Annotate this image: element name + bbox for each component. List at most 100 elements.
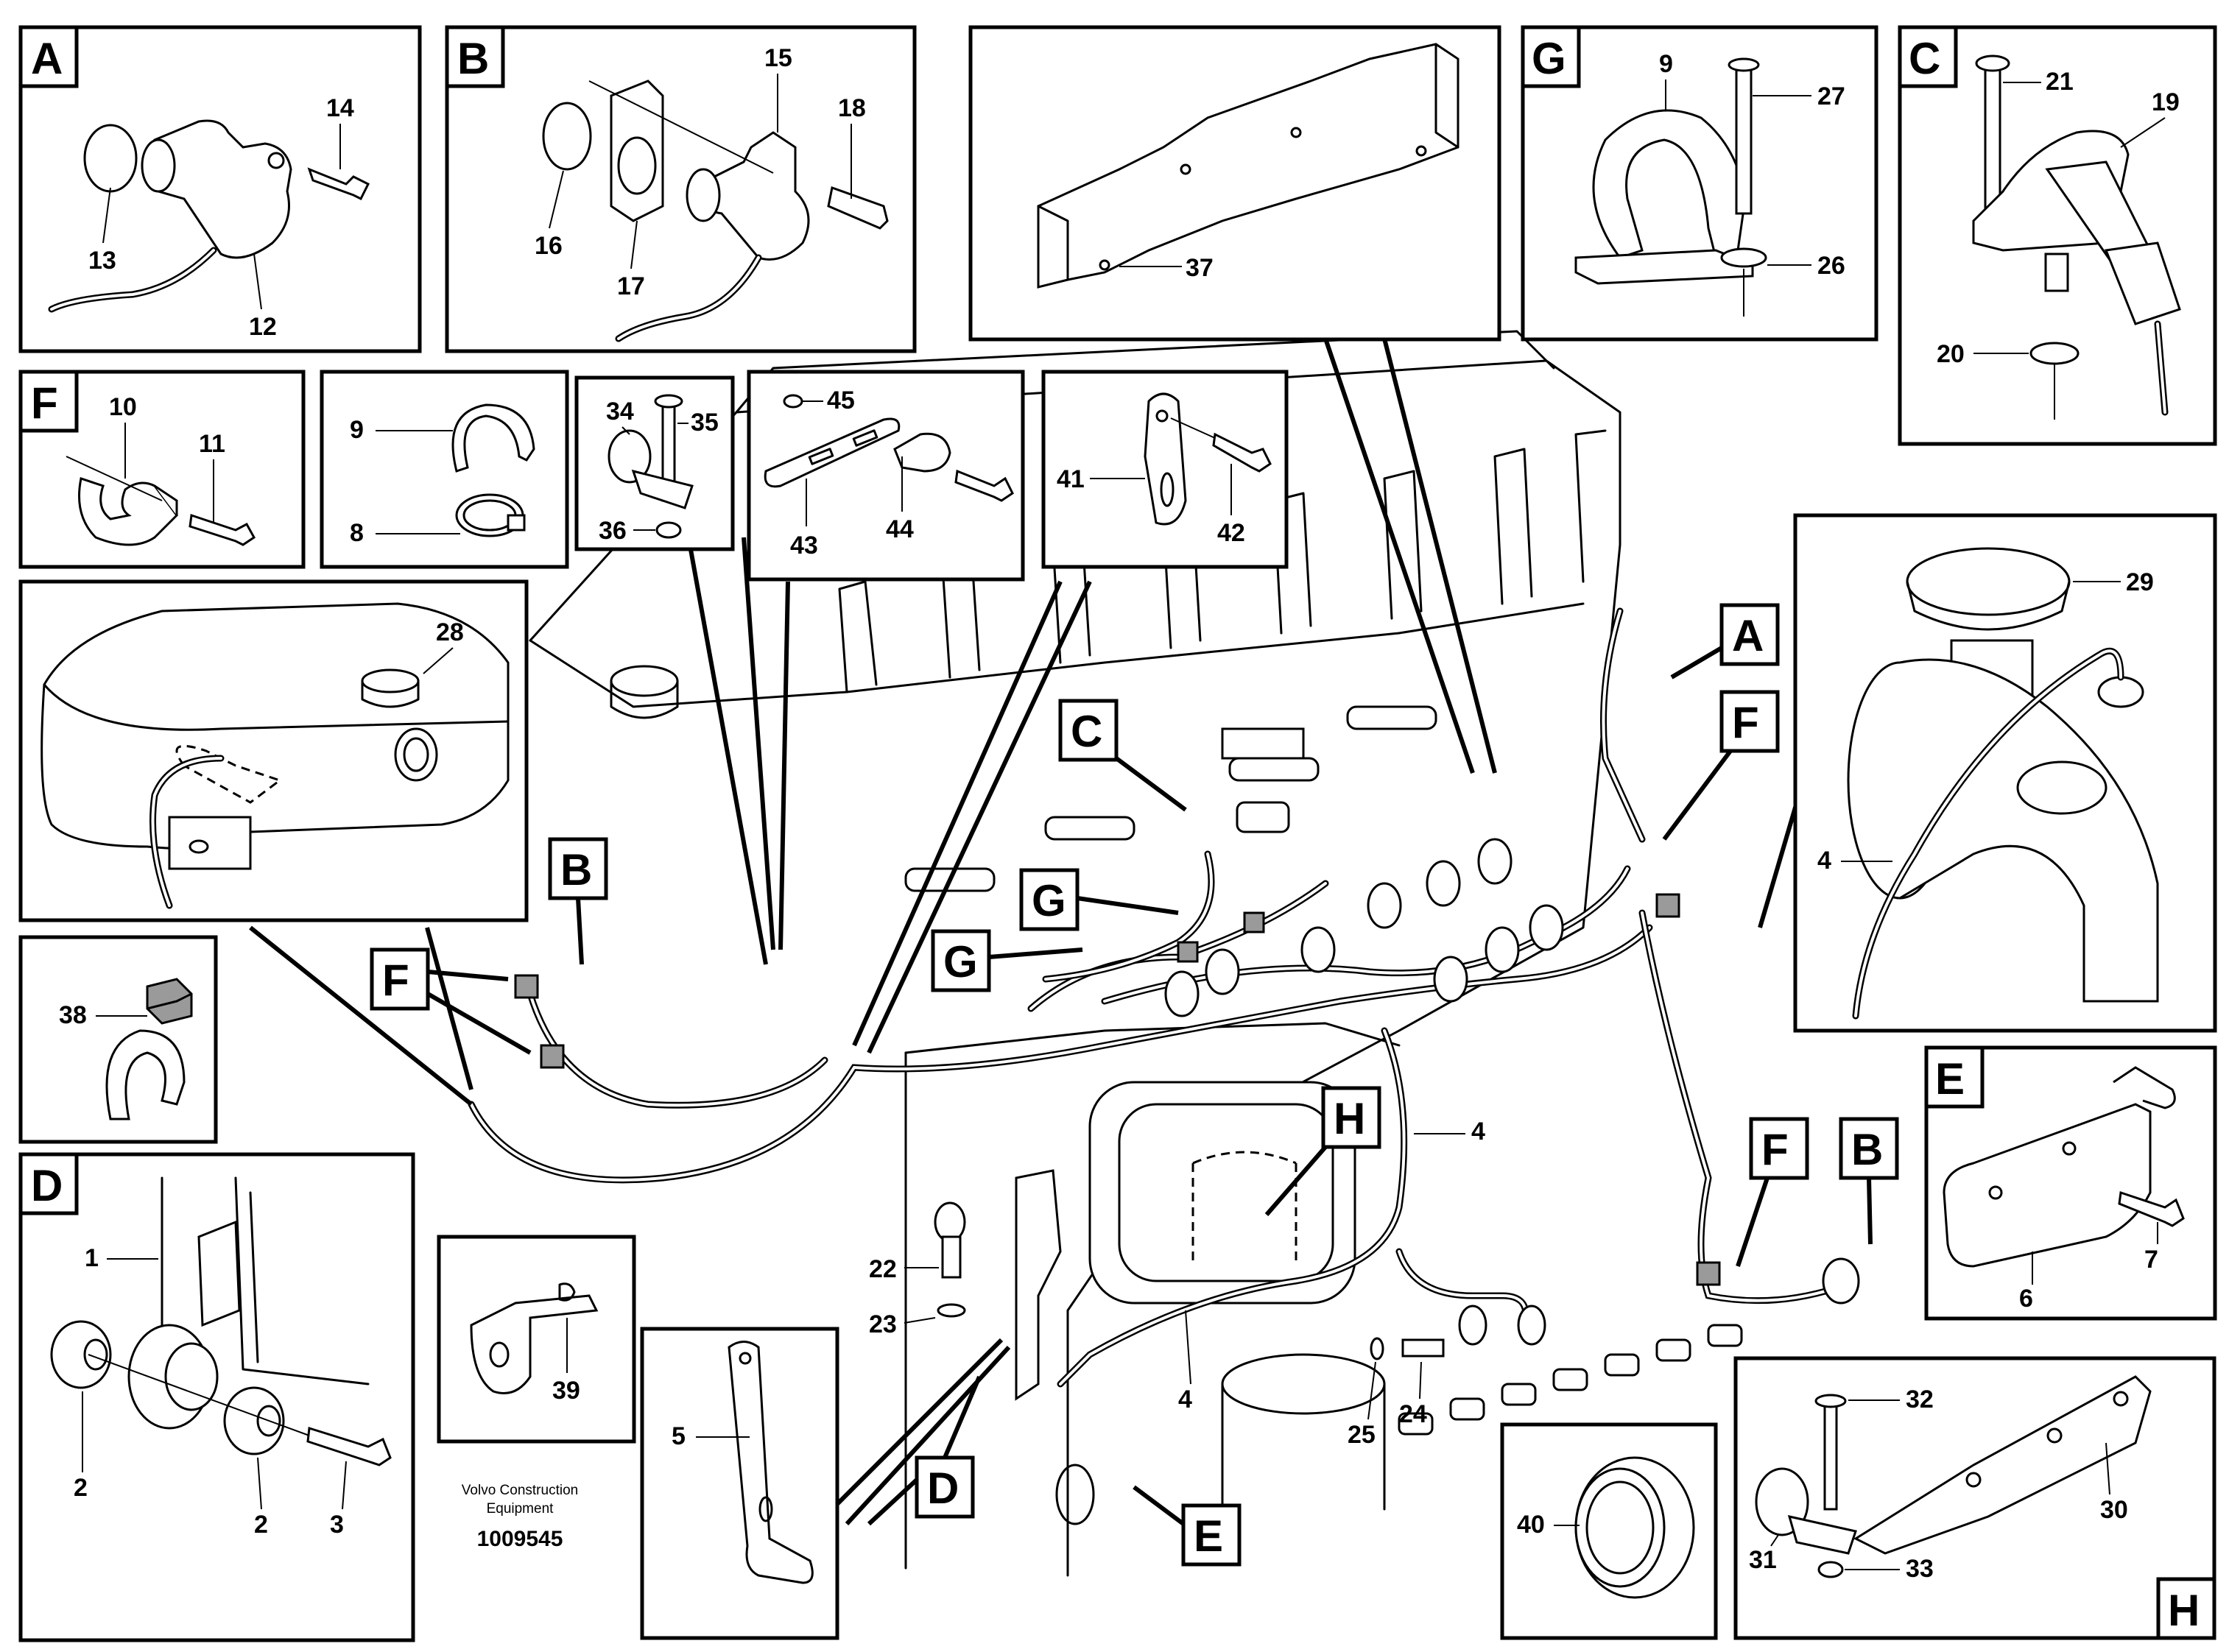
company-name-line1: Volvo Construction [462, 1483, 578, 1498]
detail-letter-A: A [31, 34, 63, 83]
part-num-14: 14 [326, 94, 354, 122]
detail-box-bracket43: 45 43 44 [747, 370, 1025, 582]
harness-connectors [934, 801, 1860, 1346]
callout-box-G-lower [931, 929, 991, 992]
callout-letter-H: H [1334, 1094, 1365, 1143]
part-num-28: 28 [436, 618, 464, 646]
detail-box-clip38: 38 [18, 935, 218, 1144]
injectors [904, 705, 1437, 892]
detail-box-37: 37 [968, 25, 1501, 342]
filler-cap [361, 668, 420, 693]
o-ring-23 [937, 1303, 966, 1318]
callout-box-C [1058, 699, 1119, 762]
part-num-32: 32 [1906, 1386, 1934, 1413]
grommet-34 [608, 429, 652, 484]
part-num-29: 29 [2126, 568, 2154, 596]
detail-frame-B [445, 25, 917, 353]
detail-box-H: H 32 30 31 33 [1733, 1356, 2216, 1640]
part-num-35: 35 [691, 409, 719, 437]
part-num-16: 16 [535, 232, 563, 260]
part-num-37: 37 [1186, 254, 1214, 282]
sensor-22-head [934, 1201, 966, 1243]
nut-33 [1817, 1561, 1844, 1578]
part-num-8: 8 [350, 519, 364, 547]
washer-45 [783, 394, 803, 409]
detail-letter-H: H [2168, 1586, 2200, 1635]
callout-letter-F-right: F [1732, 698, 1759, 747]
company-name-line2: Equipment [487, 1501, 554, 1517]
main-callouts: A B C D E F F F G G [370, 603, 1899, 1567]
part-num-13: 13 [88, 247, 116, 275]
callout-box-H [1321, 1086, 1381, 1149]
part-num-27: 27 [1817, 82, 1845, 110]
sensor-22 [941, 1235, 962, 1279]
callout-letter-F-left: F [382, 956, 409, 1005]
tank-bracket [168, 816, 252, 870]
bolt-42 [1212, 432, 1272, 473]
part-num-41: 41 [1057, 465, 1085, 493]
bolt-27 [1735, 65, 1753, 215]
front-bracket [1015, 1169, 1062, 1401]
detail-box-D: D 1 2 2 3 [18, 1152, 415, 1642]
o-ring-16 [542, 102, 592, 171]
speed-sensor-12 [153, 119, 292, 259]
part-num-39: 39 [552, 1377, 580, 1405]
part-num-30: 30 [2100, 1496, 2128, 1524]
bracket-30 [1853, 1375, 2152, 1555]
part-num-38: 38 [59, 1001, 87, 1029]
detail-box-grommet: 34 35 36 [574, 375, 735, 551]
detail-box-bracket5: 5 [640, 1327, 839, 1640]
detail-box-clamp: 9 8 [320, 370, 569, 569]
callout-letter-F-lower: F [1761, 1125, 1789, 1174]
bolt-21 [1984, 65, 2001, 215]
nut-36 [655, 521, 682, 539]
callout-box-G-upper [1019, 868, 1080, 931]
part-num-18: 18 [838, 94, 866, 122]
rubber-mount-2b [223, 1386, 285, 1455]
o-ring-20 [2029, 342, 2080, 365]
sensor-tip [2044, 253, 2069, 292]
part-num-19: 19 [2152, 88, 2180, 116]
filter-housing [1221, 1353, 1386, 1415]
callout-box-E [1181, 1503, 1242, 1567]
part-num-17: 17 [617, 272, 645, 300]
speed-sensor-B [698, 131, 810, 261]
clip-10 [78, 477, 178, 546]
callout-box-B [548, 837, 608, 900]
part-num-44: 44 [886, 515, 914, 543]
bracket-5 [728, 1341, 814, 1584]
detail-box-A: A 14 13 12 [18, 25, 422, 353]
part-num-40: 40 [1517, 1511, 1545, 1539]
detail-frame-D [18, 1152, 415, 1642]
callout-box-F-right [1719, 690, 1780, 753]
gasket-17 [610, 80, 664, 222]
plate-6 [1943, 1103, 2152, 1268]
part-num-25: 25 [1348, 1421, 1376, 1449]
detail-letter-B: B [457, 34, 489, 83]
callout-letter-B-right: B [1851, 1125, 1883, 1174]
callout-letter-E: E [1194, 1511, 1223, 1561]
clamp-9 [451, 403, 535, 473]
part-num-2b: 2 [254, 1511, 268, 1539]
engine-main-view [249, 330, 1860, 1577]
detail-box-ring40: 40 [1500, 1422, 1718, 1640]
detail-frame-grommet [574, 375, 735, 551]
part-num-26: 26 [1817, 252, 1845, 280]
clip-44 [893, 432, 951, 473]
part-num-6: 6 [2019, 1285, 2033, 1313]
detail-box-tank: 28 [18, 579, 529, 922]
oil-filler-cap [610, 665, 679, 697]
part-num-45: 45 [827, 386, 855, 414]
part-num-42: 42 [1217, 519, 1245, 547]
part-num-4-upper: 4 [1471, 1118, 1485, 1146]
part-num-3: 3 [330, 1511, 344, 1539]
part-num-9-G: 9 [1659, 50, 1673, 78]
footer-info: Volvo Construction Equipment 1009545 [462, 1483, 578, 1551]
lower-bolts [1398, 1324, 1743, 1436]
detail-box-G: G 9 27 26 [1521, 25, 1878, 342]
callout-letter-B: B [560, 845, 592, 894]
detail-box-bracket41: 41 42 [1041, 370, 1289, 569]
bolt-7 [2118, 1191, 2185, 1227]
part-num-4-lower: 4 [1178, 1386, 1192, 1413]
detail-letter-C: C [1909, 34, 1940, 83]
